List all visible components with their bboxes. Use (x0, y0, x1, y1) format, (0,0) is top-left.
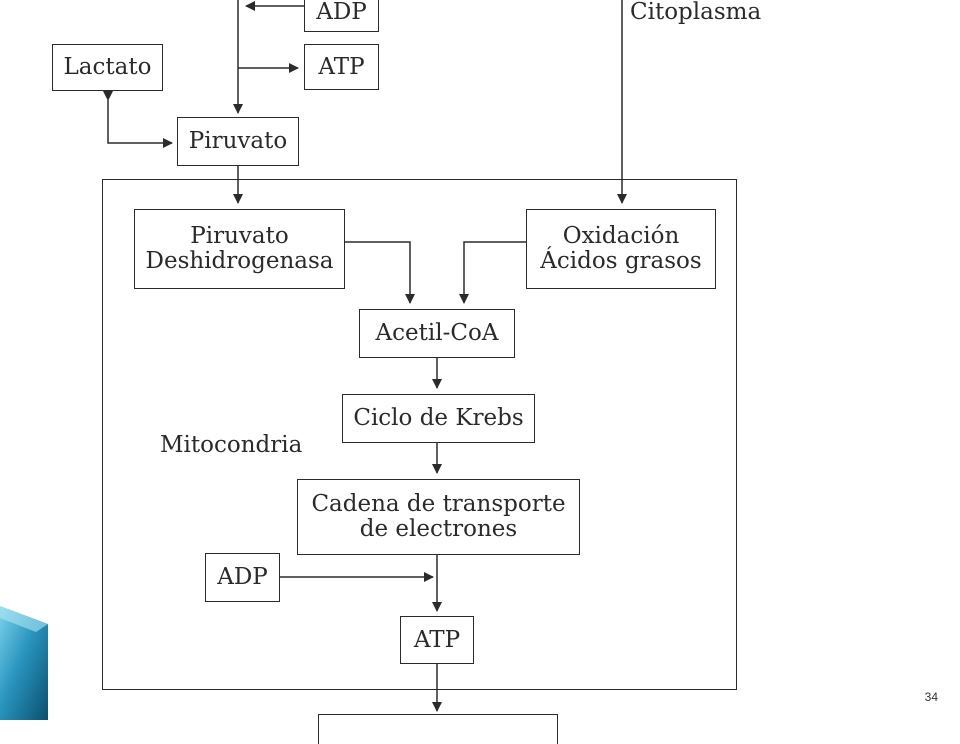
cutoff-bottom-box (318, 714, 558, 744)
pdh-line1: Piruvato (190, 223, 289, 250)
lactate-box: Lactato (52, 44, 163, 91)
pdh-line2: Deshidrogenasa (145, 248, 334, 274)
atp-top-box: ATP (304, 44, 379, 90)
arrow-pdh-to-acetylcoa (344, 241, 415, 304)
cytoplasm-label: Citoplasma (630, 0, 762, 25)
atp-bottom-box: ATP (400, 616, 474, 664)
connector-layer (103, 0, 627, 712)
etc-line1: Cadena de transporte (311, 491, 566, 518)
atp-bottom-label: ATP (413, 626, 461, 653)
krebs-cycle-box: Ciclo de Krebs (342, 394, 535, 443)
acetyl-coa-label: Acetil-CoA (375, 320, 499, 347)
krebs-label: Ciclo de Krebs (353, 405, 524, 432)
arrow-lactate-pyruvate (103, 91, 173, 148)
acetyl-coa-box: Acetil-CoA (359, 309, 515, 358)
etc-line2: de electrones (359, 516, 518, 542)
corner-decoration (0, 606, 48, 720)
fa-ox-line2: Ácidos grasos (540, 248, 702, 274)
atp-top-label: ATP (318, 53, 365, 80)
arrow-fa-to-acetylcoa (459, 241, 526, 304)
mitochondria-region (102, 179, 737, 690)
fatty-acid-oxidation-box: Oxidación Ácidos grasos (526, 209, 716, 289)
pyruvate-box: Piruvato (177, 117, 299, 166)
electron-transport-chain-box: Cadena de transporte de electrones (297, 479, 580, 555)
fa-ox-line1: Oxidación (562, 223, 680, 250)
pyruvate-dehydrogenase-box: Piruvato Deshidrogenasa (134, 209, 345, 289)
adp-bottom-box: ADP (205, 553, 280, 602)
lactate-label: Lactato (63, 54, 152, 81)
adp-bottom-label: ADP (217, 564, 268, 591)
page-number: 34 (924, 690, 938, 704)
adp-top-label: ADP (316, 0, 367, 25)
mitochondria-label: Mitocondria (160, 432, 303, 458)
pyruvate-label: Piruvato (188, 128, 288, 155)
adp-top-box: ADP (304, 0, 379, 32)
